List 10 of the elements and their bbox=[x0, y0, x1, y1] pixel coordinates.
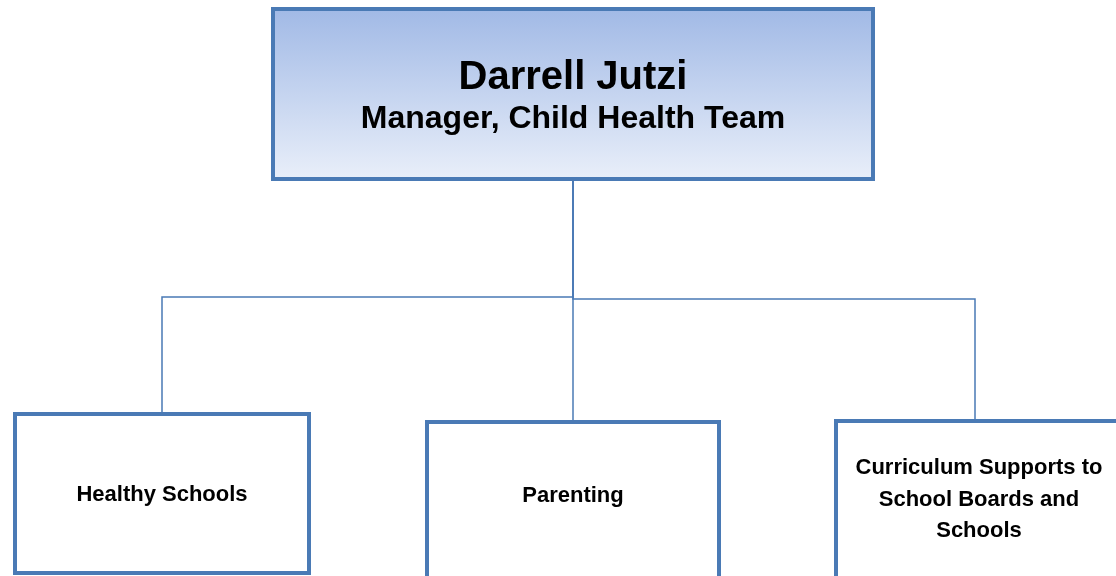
manager-name: Darrell Jutzi bbox=[458, 51, 688, 98]
team-box bbox=[13, 412, 311, 575]
team-name: Curriculum Supports to School Boards and Schools bbox=[854, 452, 1104, 545]
team-name: Parenting bbox=[522, 481, 624, 510]
team-box bbox=[425, 420, 721, 576]
manager-title: Manager, Child Health Team bbox=[360, 97, 786, 137]
connector-line bbox=[572, 180, 976, 420]
manager-box bbox=[271, 7, 875, 181]
team-name: Healthy Schools bbox=[76, 479, 248, 508]
team-box bbox=[834, 419, 1116, 576]
